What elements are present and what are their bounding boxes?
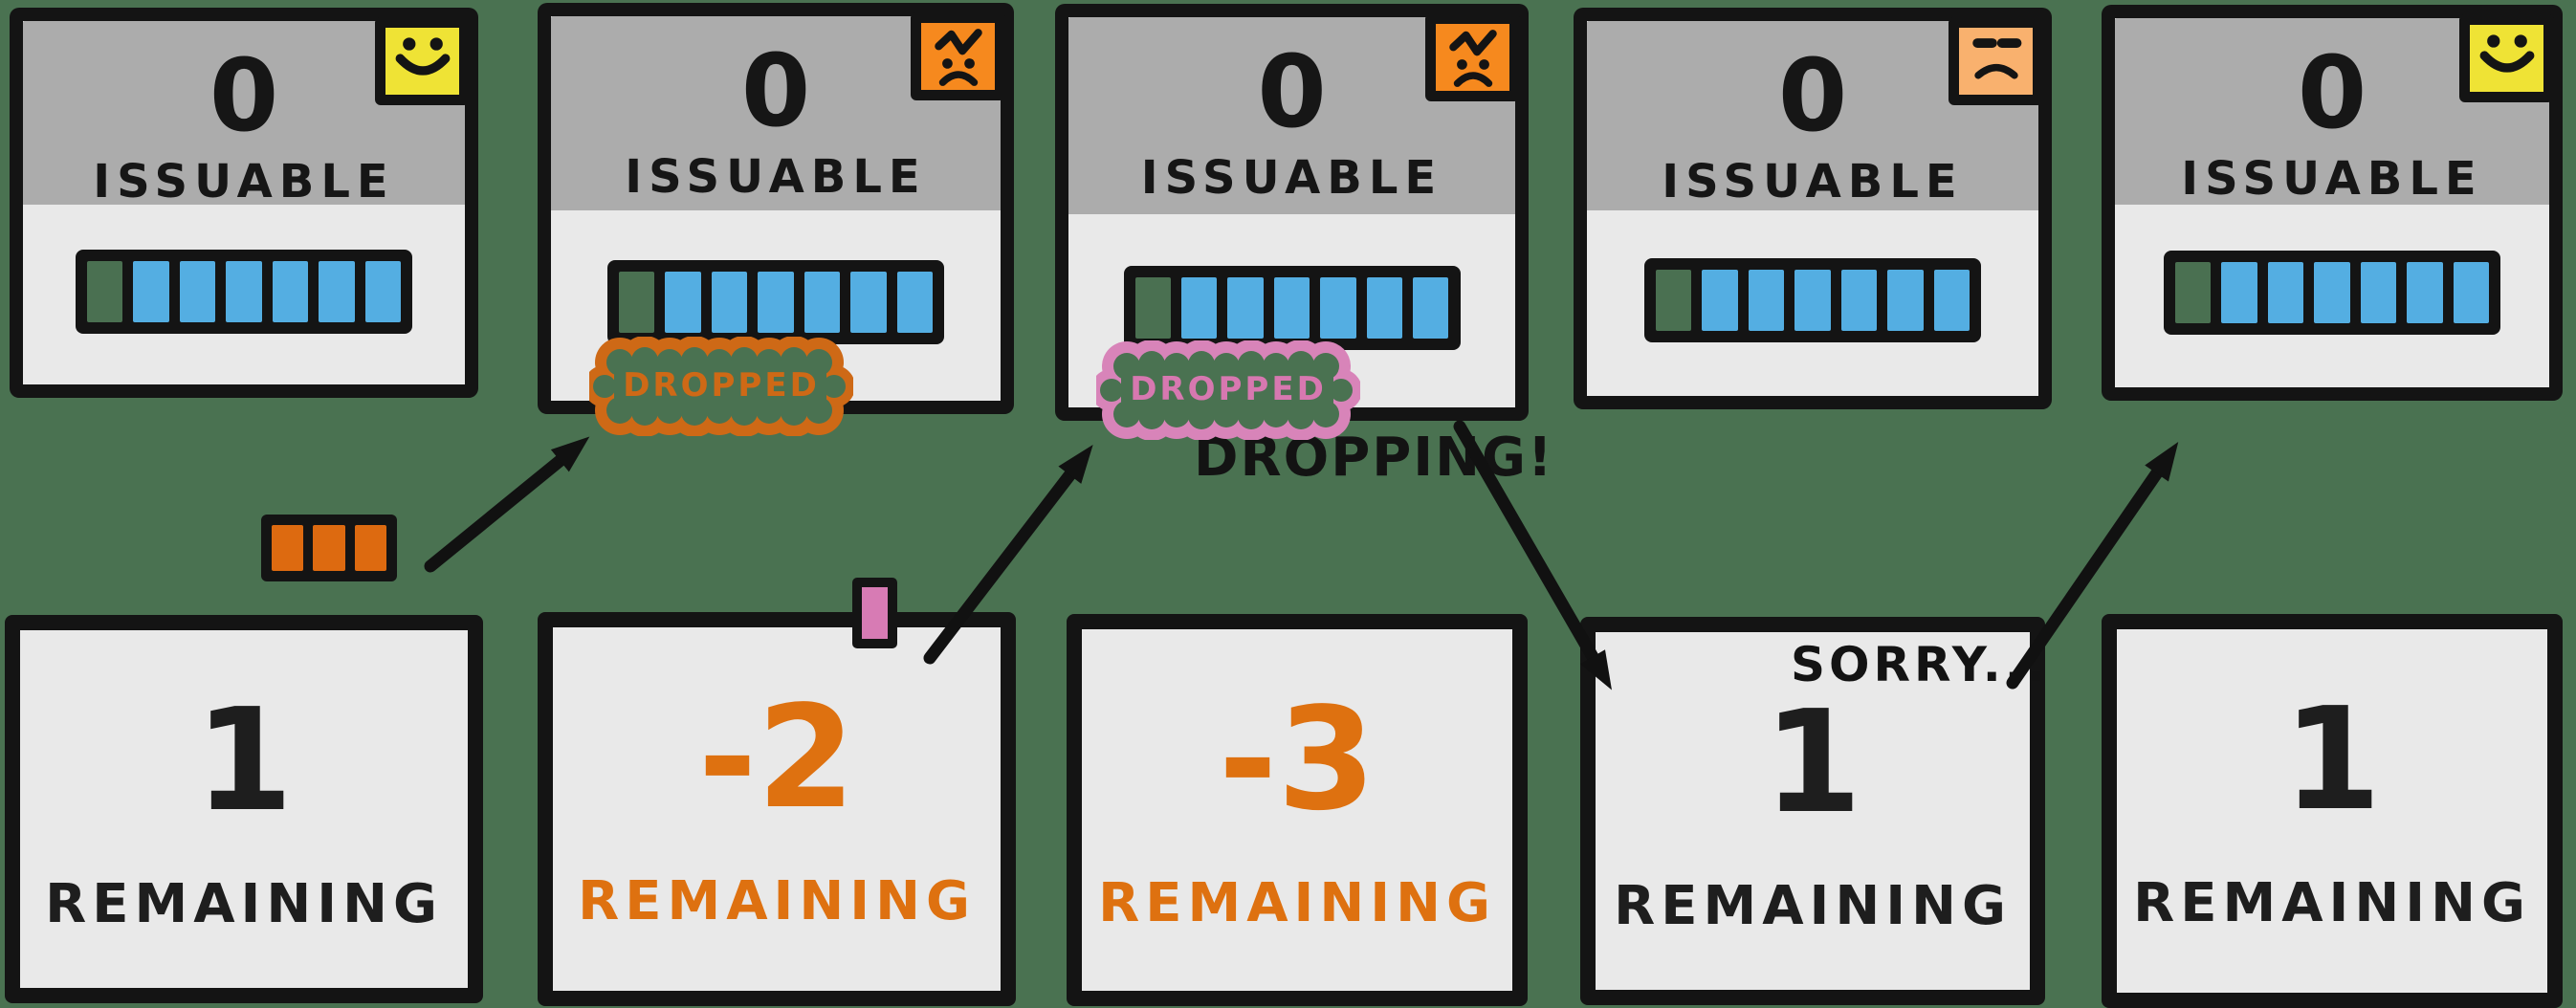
angry-face-icon: [1448, 30, 1497, 87]
remaining-label: REMAINING: [1098, 872, 1496, 934]
cloud-outline-icon: [1096, 340, 1360, 440]
credit-cell-filled: [896, 272, 933, 334]
remaining-card-2: -2 REMAINING: [538, 612, 1016, 1006]
credit-cell-filled: [1413, 277, 1449, 339]
credit-cell-filled: [319, 260, 355, 322]
credit-cell-filled: [133, 260, 169, 322]
smiley-face-icon: [2479, 34, 2534, 73]
credit-cell-filled: [179, 260, 216, 322]
sorry-label: SORRY...: [1791, 637, 2049, 692]
remaining-card-4: 1 REMAINING: [1580, 617, 2045, 1005]
remaining-count: -3: [1218, 677, 1376, 842]
credit-cell-filled: [226, 260, 262, 322]
credit-cell-filled: [2221, 262, 2257, 324]
credit-bar: [76, 249, 412, 334]
credit-bar-area: [551, 210, 1001, 401]
credit-cell-empty: [87, 260, 123, 322]
credit-cell-empty: [619, 272, 655, 334]
credit-cell-empty: [1134, 277, 1171, 339]
remaining-label: REMAINING: [2133, 872, 2531, 934]
remaining-count: 1: [194, 678, 294, 843]
orange-token-cell: [272, 525, 304, 571]
credit-cell-filled: [1702, 269, 1738, 331]
credit-cell-empty: [1656, 269, 1692, 331]
issuable-count: 0: [1777, 37, 1848, 154]
mood-badge-happy: [375, 17, 470, 105]
credit-cell-filled: [2407, 262, 2443, 324]
issuable-label: ISSUABLE: [2181, 152, 2483, 206]
orange-token-cell: [313, 525, 345, 571]
mood-badge-angry: [911, 12, 1005, 100]
issuance-card-5: 0 ISSUABLE: [2102, 5, 2563, 401]
credit-bar-area: [1068, 214, 1515, 407]
credit-cell-filled: [1366, 277, 1403, 339]
credit-cell-filled: [272, 260, 309, 322]
credit-cell-filled: [850, 272, 887, 334]
mood-badge-unamused: [1949, 17, 2043, 105]
orange-token-cell: [354, 525, 386, 571]
angry-face-icon: [934, 29, 982, 86]
meh-face-icon: [1971, 38, 2021, 79]
credit-cell-filled: [1227, 277, 1264, 339]
credit-cell-filled: [665, 272, 701, 334]
orange-credit-tokens: [261, 515, 397, 581]
credit-cell-filled: [1794, 269, 1831, 331]
remaining-count: 1: [1763, 680, 1862, 844]
credit-bar-area: [23, 205, 465, 384]
issuable-header: 0 ISSUABLE: [551, 16, 1001, 210]
remaining-count: 1: [2282, 677, 2382, 842]
credit-cell-empty: [2175, 262, 2212, 324]
issuance-card-4: 0 ISSUABLE: [1574, 8, 2052, 409]
remaining-label: REMAINING: [578, 870, 976, 932]
pink-credit-token: [852, 578, 897, 648]
credit-bar-area: [2115, 205, 2549, 387]
dropped-badge-label: DROPPED: [1130, 370, 1327, 408]
credit-cell-filled: [2267, 262, 2304, 324]
issuable-label: ISSUABLE: [1140, 151, 1443, 205]
credit-cell-filled: [1840, 269, 1878, 331]
credit-bar: [1644, 257, 1981, 342]
credit-bar: [2164, 251, 2500, 336]
remaining-card-1: 1 REMAINING: [5, 615, 483, 1003]
cloud-outline-icon: [589, 337, 853, 436]
issuable-count: 0: [2297, 34, 2367, 151]
remaining-label: REMAINING: [45, 873, 443, 935]
issuable-label: ISSUABLE: [93, 155, 395, 208]
dropped-badge-pink: DROPPED: [1096, 340, 1360, 440]
credit-cell-filled: [2360, 262, 2397, 324]
credit-cell-filled: [804, 272, 841, 334]
credit-cell-filled: [1933, 269, 1970, 331]
mood-badge-angry: [1425, 13, 1520, 101]
issuable-count: 0: [1257, 33, 1327, 150]
credit-cell-filled: [2453, 262, 2489, 324]
issuable-label: ISSUABLE: [625, 150, 927, 204]
credit-bar: [607, 260, 944, 345]
issuance-card-1: 0 ISSUABLE: [10, 8, 478, 398]
dropped-badge-orange: DROPPED: [589, 337, 853, 436]
credit-cell-filled: [1180, 277, 1218, 339]
issuable-label: ISSUABLE: [1662, 155, 1964, 208]
credit-cell-filled: [1887, 269, 1924, 331]
credit-cell-filled: [1273, 277, 1310, 339]
remaining-count: -2: [697, 675, 856, 840]
arrow-up-right-1: [424, 436, 590, 573]
credit-cell-filled: [2314, 262, 2350, 324]
remaining-label: REMAINING: [1614, 875, 2012, 937]
smiley-face-icon: [395, 37, 450, 76]
credit-bar: [1123, 266, 1461, 350]
remaining-card-3: -3 REMAINING: [1067, 614, 1528, 1006]
issuable-count: 0: [740, 33, 811, 149]
credit-bar-area: [1587, 210, 2038, 396]
issuable-count: 0: [209, 37, 279, 154]
credit-cell-filled: [364, 260, 401, 322]
credit-cell-filled: [711, 272, 748, 334]
mood-badge-happy: [2459, 14, 2554, 102]
credit-cell-filled: [758, 272, 794, 334]
credit-cell-filled: [1320, 277, 1356, 339]
dropped-badge-label: DROPPED: [623, 366, 820, 405]
remaining-card-5: 1 REMAINING: [2102, 614, 2563, 1008]
credit-cell-filled: [1748, 269, 1785, 331]
